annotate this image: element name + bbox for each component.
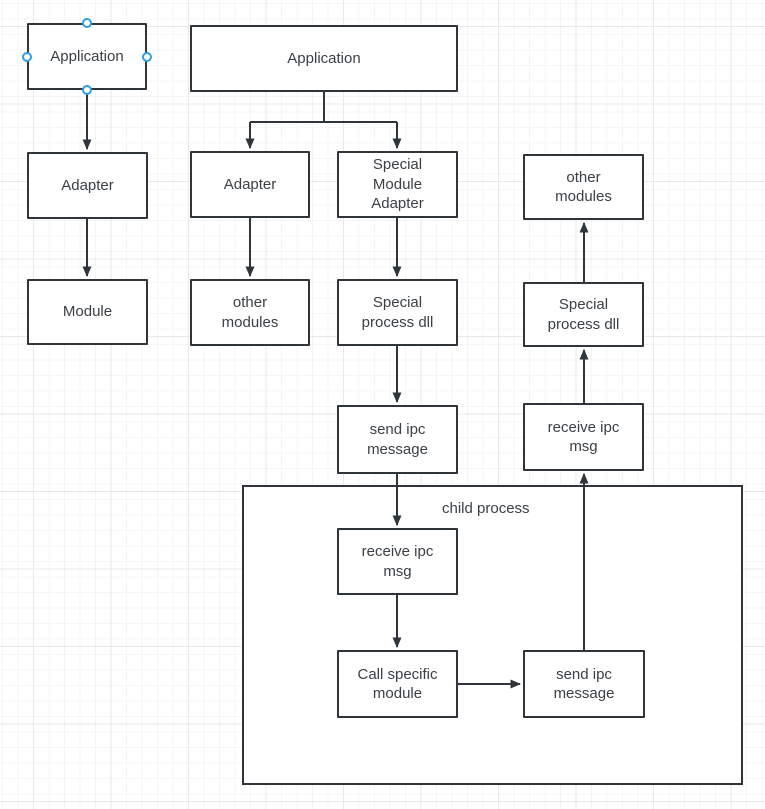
node-label: Adapter (61, 176, 114, 194)
node-special-process-dll-mid[interactable]: Special process dll (337, 279, 458, 346)
connection-handle-left[interactable] (22, 52, 32, 62)
node-send-ipc-message-child[interactable]: send ipc message (523, 650, 645, 718)
node-label: Special Module Adapter (371, 156, 424, 213)
child-process-container[interactable]: child process (242, 485, 743, 785)
node-label: Application (287, 49, 361, 67)
node-label: other modules (555, 168, 612, 206)
node-label: Application (50, 47, 124, 65)
node-receive-ipc-msg-child[interactable]: receive ipc msg (337, 528, 458, 595)
node-label: Call specific module (357, 665, 438, 703)
child-process-label: child process (442, 500, 530, 517)
node-label: Module (62, 303, 113, 321)
node-module-left[interactable]: Module (27, 279, 148, 345)
node-label: Special process dll (361, 294, 434, 331)
node-label: send ipc message (367, 421, 428, 458)
node-label: other modules (221, 294, 279, 331)
node-adapter-mid[interactable]: Adapter (190, 151, 310, 218)
node-special-module-adapter[interactable]: Special Module Adapter (337, 151, 458, 218)
node-adapter-left[interactable]: Adapter (27, 152, 148, 219)
node-other-modules-right[interactable]: other modules (523, 154, 644, 220)
node-application-left[interactable]: Application (27, 23, 147, 90)
node-special-process-dll-right[interactable]: Special process dll (523, 282, 644, 347)
node-label: receive ipc msg (361, 543, 434, 580)
node-label: Special process dll (547, 296, 620, 333)
node-application-main[interactable]: Application (190, 25, 458, 92)
node-send-ipc-message-mid[interactable]: send ipc message (337, 405, 458, 474)
node-label: send ipc message (553, 665, 615, 703)
node-label: receive ipc msg (547, 418, 620, 456)
node-label: Adapter (223, 175, 277, 193)
node-receive-ipc-msg-right[interactable]: receive ipc msg (523, 403, 644, 471)
connection-handle-top[interactable] (82, 18, 92, 28)
node-other-modules-mid[interactable]: other modules (190, 279, 310, 346)
node-call-specific-module[interactable]: Call specific module (337, 650, 458, 718)
connection-handle-right[interactable] (142, 52, 152, 62)
connection-handle-bottom[interactable] (82, 85, 92, 95)
